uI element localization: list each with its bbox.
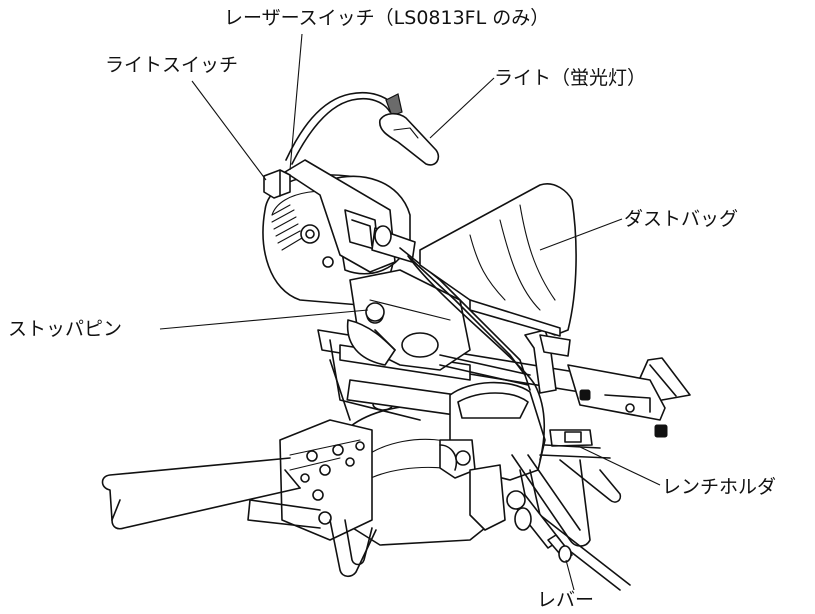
label-wrench-holder: レンチホルダ [662,476,777,498]
vent-grill [271,204,303,251]
leader-light [429,77,495,139]
label-dust-bag: ダストバッグ [624,208,739,230]
light-flex-arm [285,92,440,166]
right-extension-wing [567,357,691,438]
leader-lever [565,559,575,591]
saw-arm [346,269,471,371]
label-light: ライト（蛍光灯） [494,67,647,89]
left-legs [329,519,377,578]
left-extension-wing [101,457,321,530]
front-housing [439,381,546,531]
label-stopper-pin: ストッパピン [8,318,123,340]
leader-wrench-holder [577,445,661,486]
front-rail [439,354,531,386]
left-base-block [279,419,373,541]
leader-laser-switch [289,33,303,171]
leader-dust-bag [539,218,623,251]
dust-bag [419,183,577,337]
leader-light-switch [191,80,267,181]
guide-post [524,329,571,394]
wrench-holder [539,429,611,459]
label-laser-switch: レーザースイッチ（LS0813FL のみ） [224,7,550,29]
leader-lines [159,33,661,591]
label-light-switch: ライトスイッチ [105,54,239,76]
label-lever: レバー [537,589,595,611]
leader-stopper-pin [159,309,369,330]
saw-head [262,159,416,306]
lever-part [506,490,573,563]
